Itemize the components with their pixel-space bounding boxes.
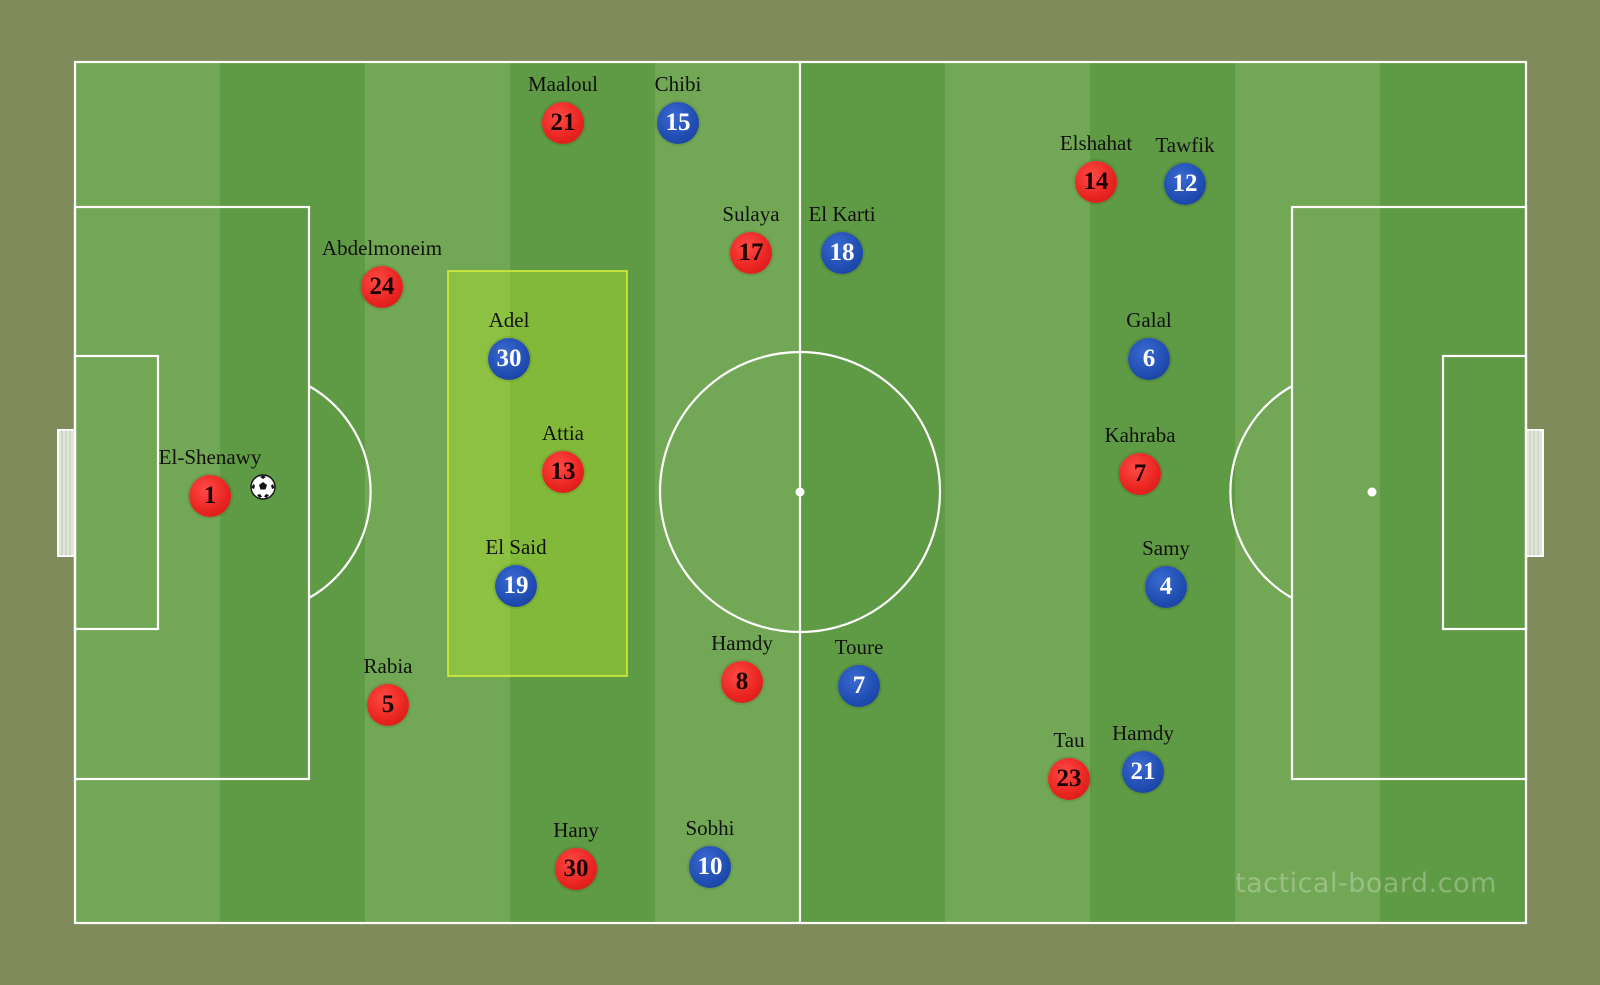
player-number: 24 — [361, 266, 403, 308]
center-circle — [658, 350, 942, 634]
player-name: Hany — [553, 818, 599, 842]
player-name: Sulaya — [722, 202, 780, 226]
left-goal — [57, 429, 76, 557]
player-name: Tau — [1053, 728, 1085, 752]
player-name: Maaloul — [528, 72, 598, 96]
player-name: Sobhi — [685, 816, 735, 840]
player-name: El-Shenawy — [158, 445, 262, 469]
right-penalty-spot — [1367, 487, 1377, 497]
player-number: 30 — [488, 338, 530, 380]
player-number: 23 — [1048, 758, 1090, 800]
player-number: 4 — [1145, 566, 1187, 608]
player-number: 1 — [189, 475, 231, 517]
player-name: Attia — [542, 421, 584, 445]
player-number: 19 — [495, 565, 537, 607]
right-penalty-arc — [1229, 385, 1293, 599]
soccer-ball-icon[interactable] — [250, 474, 276, 500]
player-name: Galal — [1126, 308, 1172, 332]
player-name: Kahraba — [1104, 423, 1176, 447]
player-name: Chibi — [654, 72, 702, 96]
player-name: Hamdy — [1112, 721, 1174, 745]
player-name: El Said — [485, 535, 547, 559]
player-name: Elshahat — [1059, 131, 1133, 155]
player-number: 10 — [689, 846, 731, 888]
player-number: 21 — [1122, 751, 1164, 793]
player-name: Abdelmoneim — [321, 236, 443, 260]
player-name: Toure — [834, 635, 884, 659]
player-name: El Karti — [808, 202, 876, 226]
player-number: 15 — [657, 102, 699, 144]
player-number: 5 — [367, 684, 409, 726]
watermark: tactical-board.com — [1235, 868, 1497, 899]
player-number: 30 — [555, 848, 597, 890]
player-number: 17 — [730, 232, 772, 274]
player-name: Rabia — [363, 654, 413, 678]
player-number: 7 — [838, 665, 880, 707]
player-name: Hamdy — [711, 631, 773, 655]
player-number: 6 — [1128, 338, 1170, 380]
left-penalty-arc — [308, 385, 372, 599]
player-number: 13 — [542, 451, 584, 493]
right-goal — [1525, 429, 1544, 557]
player-number: 7 — [1119, 453, 1161, 495]
player-number: 18 — [821, 232, 863, 274]
player-name: Adel — [488, 308, 530, 332]
player-number: 12 — [1164, 163, 1206, 205]
player-number: 14 — [1075, 161, 1117, 203]
player-name: Tawfik — [1155, 133, 1215, 157]
highlight-zone — [447, 270, 628, 677]
player-name: Samy — [1142, 536, 1190, 560]
player-number: 8 — [721, 661, 763, 703]
player-number: 21 — [542, 102, 584, 144]
center-spot — [795, 487, 805, 497]
